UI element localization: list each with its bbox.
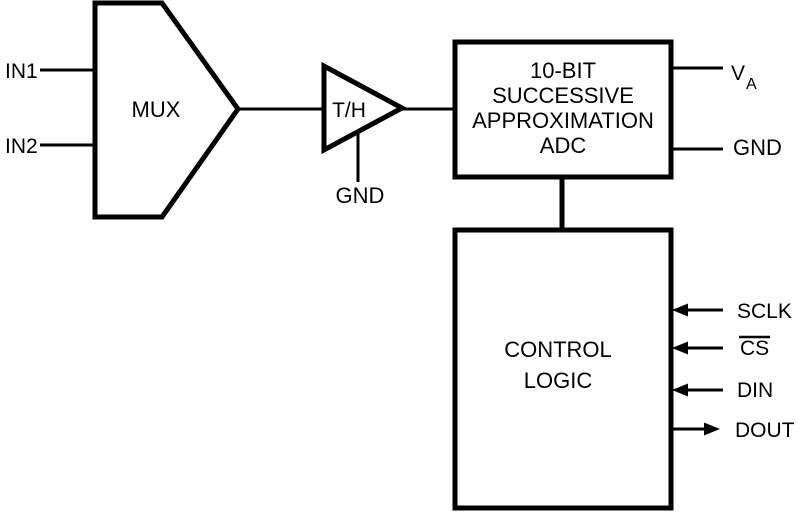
adc-block [452, 39, 674, 180]
adc-label-line3: APPROXIMATION [472, 108, 654, 133]
va-label-subscript: A [746, 76, 757, 93]
dout-arrowhead-icon [704, 422, 720, 436]
in2-label: IN2 [5, 135, 38, 158]
adc-label-line4: ADC [540, 133, 587, 158]
mux-shape [92, 0, 242, 220]
control-label-line2: LOGIC [524, 368, 593, 393]
sclk-arrowhead-icon [672, 303, 688, 317]
dout-label: DOUT [735, 419, 795, 442]
control-logic-block [452, 227, 674, 511]
mux-label: MUX [132, 97, 181, 122]
din-arrowhead-icon [672, 383, 688, 397]
th-amplifier-shape [321, 61, 408, 155]
control-label-line1: CONTROL [504, 337, 612, 362]
cs-label: CS [740, 337, 769, 360]
cs-arrowhead-icon [672, 341, 688, 355]
va-label: V [731, 62, 745, 85]
sclk-label: SCLK [737, 300, 792, 323]
in1-label: IN1 [5, 60, 38, 83]
adc-label-line1: 10-BIT [530, 58, 596, 83]
th-ground-label: GND [336, 183, 385, 208]
th-label: T/H [332, 99, 366, 122]
gnd-label: GND [733, 135, 782, 160]
din-label: DIN [737, 379, 773, 402]
adc-label-line2: SUCCESSIVE [492, 83, 634, 108]
